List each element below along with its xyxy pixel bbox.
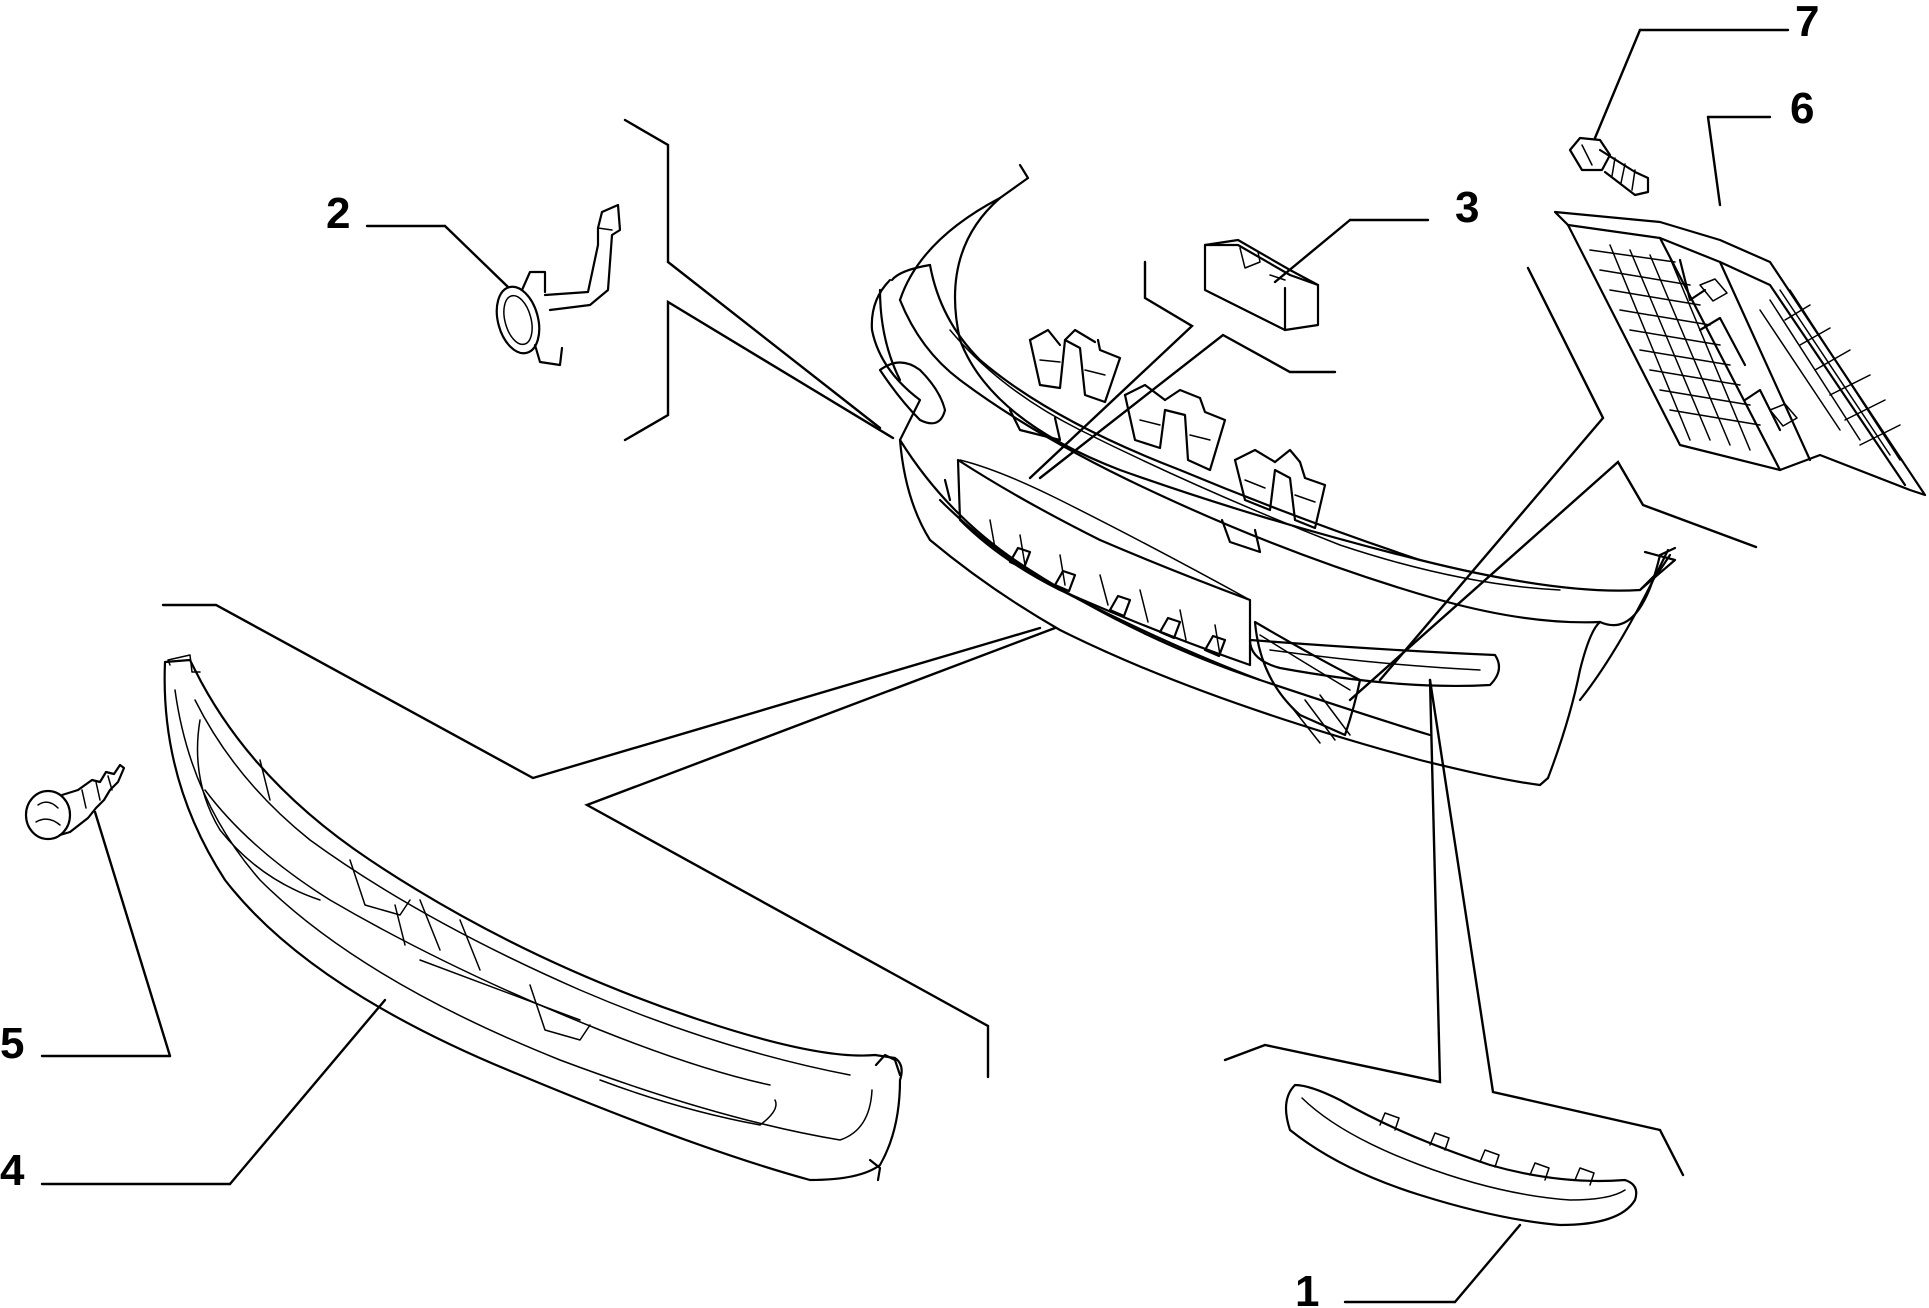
bracket-part-6-upper <box>1378 266 1605 682</box>
bracket-part-2-upper <box>623 118 882 430</box>
part-1-trim-strip <box>1284 1083 1638 1227</box>
bracket-part-3-right <box>1038 333 1337 480</box>
bracket-part-3-left <box>1028 260 1194 480</box>
bracket-part-1-right <box>1428 678 1685 1177</box>
callout-5: 5 <box>0 1019 24 1068</box>
leader-part-5-tip <box>93 810 172 1058</box>
leader-part-1-tip <box>1453 1223 1522 1304</box>
leader-part-2-tip <box>443 224 510 289</box>
bracket-part-2-lower <box>623 299 895 442</box>
bracket-part-4-lower <box>584 626 1057 1079</box>
callout-4: 4 <box>0 1146 25 1195</box>
part-5-screw <box>24 763 126 841</box>
front-bumper <box>870 163 1677 787</box>
part-3-clip <box>1203 238 1320 332</box>
callout-1: 1 <box>1295 1267 1319 1308</box>
callout-6: 6 <box>1790 84 1814 133</box>
callout-numbers: 2 3 6 7 5 4 1 <box>0 0 1819 1308</box>
part-7-bolt <box>1568 136 1650 197</box>
callout-2: 2 <box>326 189 350 238</box>
leader-part-6-tip <box>1706 115 1722 207</box>
bracket-part-1-left <box>1223 678 1442 1084</box>
part-4-grille-insert <box>163 654 903 1182</box>
bracket-part-6-lower <box>1348 460 1758 702</box>
leader-part-4-tip <box>228 998 387 1186</box>
callout-7: 7 <box>1795 0 1819 46</box>
leader-lines <box>40 28 1790 1304</box>
part-2-bracket <box>495 203 622 367</box>
bracket-part-4-upper <box>161 603 1042 780</box>
leader-part-3-tip <box>1273 218 1352 284</box>
callout-3: 3 <box>1455 183 1479 232</box>
part-6-mesh-grille <box>1553 210 1927 497</box>
leader-part-7-tip <box>1593 28 1642 140</box>
